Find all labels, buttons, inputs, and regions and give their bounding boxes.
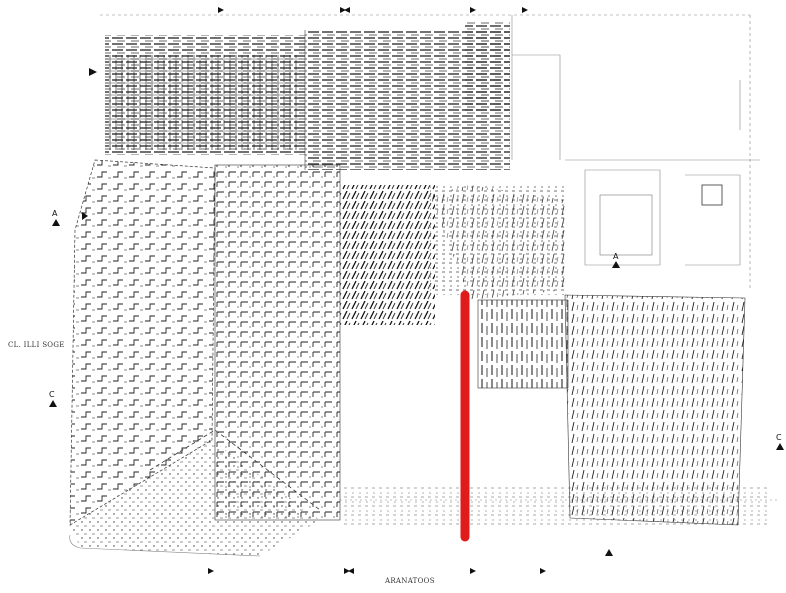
ground-scatter: [340, 485, 770, 525]
building-center-north: [340, 185, 565, 325]
section-marker-a-left: A: [52, 209, 58, 218]
street-label-bottom: ARANATOOS: [385, 577, 435, 585]
courtyard-paving: [70, 429, 321, 556]
building-center-east: [477, 299, 569, 389]
street-label-left: CL. ILLI SOGE: [8, 341, 65, 349]
section-marker-a-center: A: [613, 252, 619, 261]
roof-block-top: [105, 22, 510, 170]
grid-axis-ticks: [82, 7, 546, 574]
section-marker-c-right: C: [776, 433, 782, 442]
section-marker-c-left: C: [49, 390, 55, 399]
section-arrows: [49, 219, 784, 556]
building-right: [564, 184, 746, 526]
